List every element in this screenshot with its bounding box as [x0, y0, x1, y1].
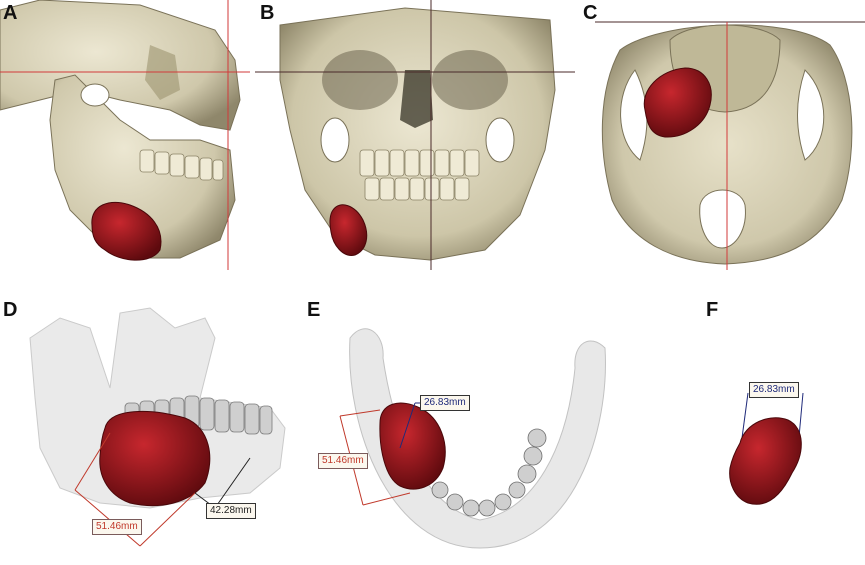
measurement-label-d-length: 51.46mm [92, 519, 142, 535]
panel-f-letter: F [706, 299, 719, 321]
panel-f: F 26.83mm [700, 298, 865, 565]
measurement-label-f-width: 26.83mm [749, 382, 799, 398]
panel-d-letter: D [3, 299, 18, 321]
panel-e-image [339, 328, 606, 549]
panel-c-letter: C [583, 2, 598, 24]
panel-b: B [255, 0, 575, 270]
panel-e: E 51.46mm 26.83mm [305, 298, 615, 565]
panel-d: D 51.46mm 42.28mm [0, 298, 300, 565]
panel-c: C [580, 0, 865, 270]
measurement-label-d-height: 42.28mm [206, 503, 256, 519]
panel-a-letter: A [3, 2, 18, 24]
panel-a: A [0, 0, 250, 270]
panel-a-image [0, 0, 250, 270]
panel-b-letter: B [260, 2, 275, 24]
panel-e-letter: E [307, 299, 321, 321]
panel-c-image [595, 21, 865, 270]
measurement-label-e-width: 26.83mm [420, 395, 470, 411]
panel-b-image [255, 0, 575, 270]
measurement-label-e-length: 51.46mm [318, 453, 368, 469]
panel-d-image [29, 307, 286, 547]
panel-f-image [729, 392, 804, 505]
